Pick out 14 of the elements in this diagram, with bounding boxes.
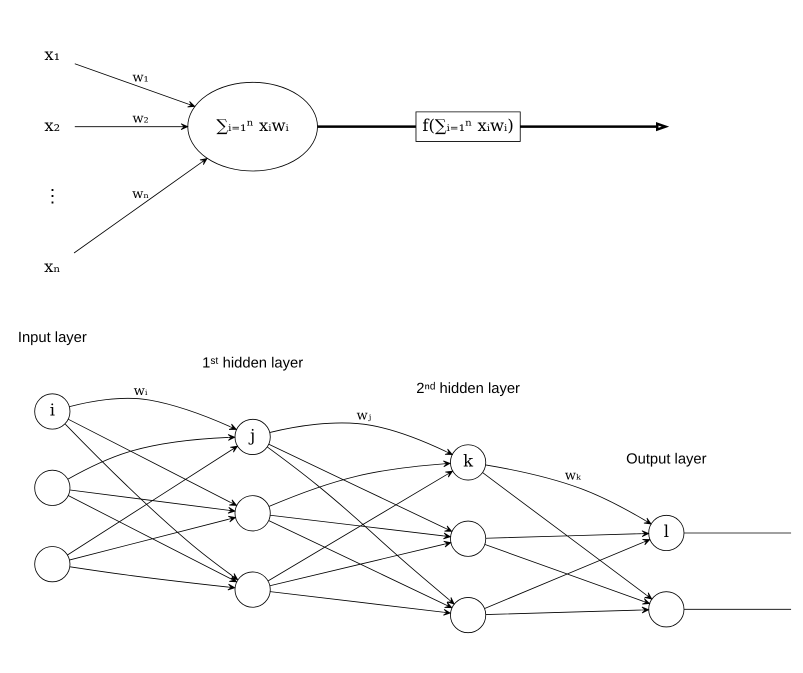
node-text: x₁	[44, 44, 60, 64]
edge-label: w₁	[132, 70, 149, 85]
edge-label: wₖ	[564, 468, 581, 483]
label: 1ˢᵗ hidden layer	[202, 354, 304, 371]
edge-label: w₂	[132, 110, 149, 126]
label: 2ⁿᵈ hidden layer	[416, 380, 520, 396]
label: Output layer	[626, 451, 707, 468]
edge-label: wᵢ	[134, 383, 148, 398]
edge-label: wⱼ	[356, 408, 372, 424]
node-text: x₂	[44, 115, 60, 134]
label: ⋮	[43, 185, 62, 206]
label: Input layer	[18, 330, 87, 346]
node-text: xₙ	[44, 256, 61, 276]
edge-label: wₙ	[132, 186, 150, 202]
